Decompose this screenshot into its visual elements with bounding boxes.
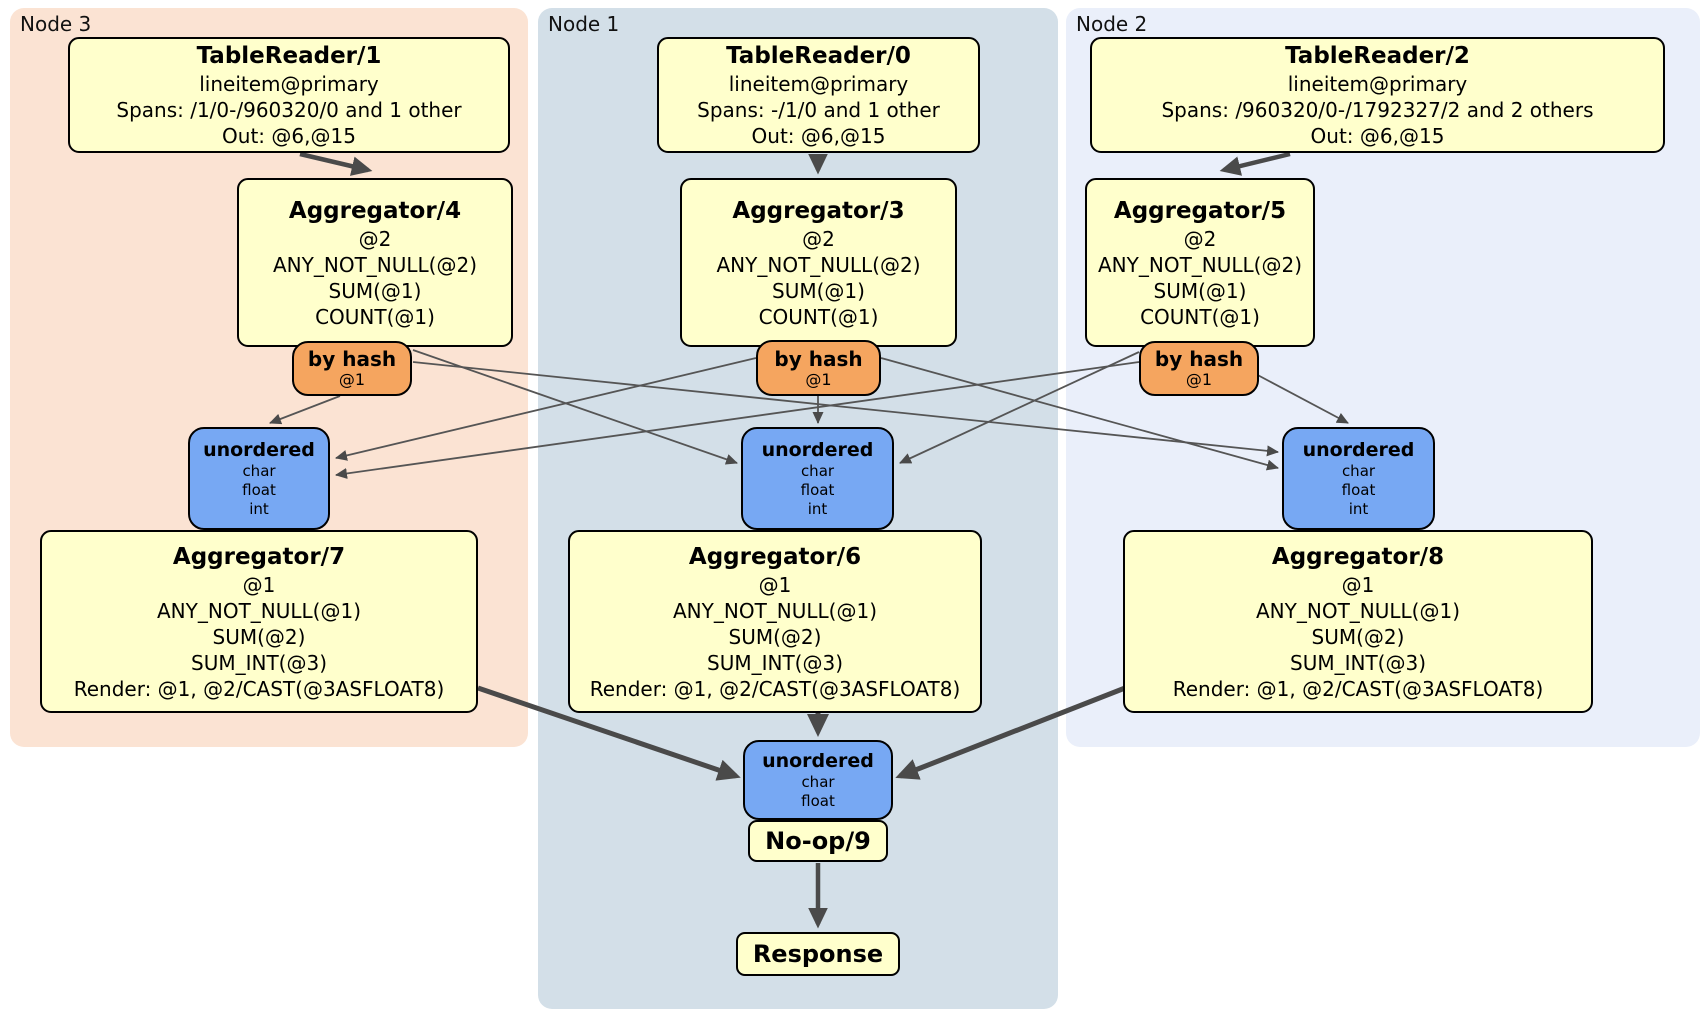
box-line: Out: @6,@15	[222, 124, 356, 148]
box-line: lineitem@primary	[199, 72, 379, 96]
router-title: by hash	[307, 347, 397, 371]
router-title: by hash	[774, 346, 863, 371]
box-title: TableReader/0	[726, 43, 911, 69]
box-line: SUM_INT(@3)	[191, 650, 327, 675]
sync-title: unordered	[761, 438, 874, 461]
box-line: Render: @1, @2/CAST(@3ASFLOAT8)	[589, 676, 961, 701]
region-label-node1: Node 1	[548, 12, 620, 36]
sync-title: unordered	[203, 438, 315, 461]
box-line: ANY_NOT_NULL(@2)	[273, 252, 477, 277]
sync-line: float	[800, 480, 835, 499]
sync-unordered-final: unordered char float	[743, 740, 893, 820]
response-box: Response	[736, 932, 900, 976]
box-line: ANY_NOT_NULL(@2)	[1098, 252, 1302, 277]
processor-tablereader-1: TableReader/1 lineitem@primary Spans: /1…	[68, 37, 510, 153]
sync-line: char	[242, 461, 276, 480]
box-line: lineitem@primary	[1287, 72, 1468, 96]
box-line: Out: @6,@15	[1310, 124, 1445, 148]
box-title: Aggregator/7	[172, 543, 346, 570]
box-line: Spans: /960320/0-/1792327/2 and 2 others	[1161, 98, 1594, 122]
processor-aggregator-4: Aggregator/4 @2 ANY_NOT_NULL(@2) SUM(@1)…	[237, 178, 513, 347]
box-line: @2	[802, 226, 835, 251]
box-line: SUM(@2)	[212, 624, 306, 649]
processor-tablereader-0: TableReader/0 lineitem@primary Spans: -/…	[657, 37, 980, 153]
processor-aggregator-7: Aggregator/7 @1 ANY_NOT_NULL(@1) SUM(@2)…	[40, 530, 478, 713]
sync-line: int	[807, 499, 828, 518]
region-label-node3: Node 3	[20, 12, 92, 36]
router-by-hash-3: by hash @1	[756, 340, 881, 396]
router-detail: @1	[1185, 370, 1213, 389]
box-line: @1	[242, 572, 276, 597]
box-line: Out: @6,@15	[751, 124, 886, 148]
box-line: SUM_INT(@3)	[707, 650, 843, 675]
box-line: ANY_NOT_NULL(@1)	[673, 598, 877, 623]
sync-line: int	[1348, 499, 1369, 518]
box-line: SUM(@1)	[772, 278, 865, 303]
region-label-node2: Node 2	[1076, 12, 1148, 36]
processor-tablereader-2: TableReader/2 lineitem@primary Spans: /9…	[1090, 37, 1665, 153]
sync-line: float	[801, 791, 835, 810]
box-line: @1	[1341, 572, 1375, 597]
box-line: COUNT(@1)	[315, 304, 435, 329]
sync-line: float	[242, 480, 276, 499]
sync-title: unordered	[1302, 438, 1415, 461]
box-line: ANY_NOT_NULL(@1)	[157, 598, 361, 623]
box-title: Aggregator/5	[1113, 197, 1287, 224]
router-by-hash-4: by hash @1	[292, 341, 412, 396]
router-detail: @1	[805, 369, 832, 389]
box-line: SUM(@1)	[1153, 278, 1247, 303]
sync-unordered-7: unordered char float int	[188, 427, 330, 530]
box-line: @2	[1183, 226, 1217, 251]
sync-title: unordered	[762, 749, 874, 772]
sync-line: char	[1341, 461, 1376, 480]
sync-line: char	[800, 461, 835, 480]
box-line: SUM(@2)	[1311, 624, 1405, 649]
box-line: Spans: /1/0-/960320/0 and 1 other	[116, 98, 462, 122]
box-line: SUM_INT(@3)	[1290, 650, 1426, 675]
processor-aggregator-5: Aggregator/5 @2 ANY_NOT_NULL(@2) SUM(@1)…	[1085, 178, 1315, 347]
sync-unordered-6: unordered char float int	[741, 427, 894, 530]
box-line: SUM(@2)	[728, 624, 822, 649]
box-title: Aggregator/4	[288, 197, 462, 224]
sync-line: char	[801, 772, 835, 791]
router-by-hash-5: by hash @1	[1139, 341, 1259, 396]
box-title: No-op/9	[765, 827, 871, 855]
router-title: by hash	[1154, 347, 1244, 371]
box-title: Aggregator/6	[688, 543, 862, 570]
sync-line: float	[1341, 480, 1376, 499]
box-line: SUM(@1)	[328, 278, 422, 303]
box-title: TableReader/2	[1285, 43, 1470, 69]
box-line: ANY_NOT_NULL(@1)	[1256, 598, 1460, 623]
box-line: Render: @1, @2/CAST(@3ASFLOAT8)	[1172, 676, 1544, 701]
box-title: Response	[752, 940, 884, 968]
box-line: Render: @1, @2/CAST(@3ASFLOAT8)	[73, 676, 445, 701]
box-line: @1	[758, 572, 792, 597]
processor-noop-9: No-op/9	[748, 820, 888, 862]
box-line: COUNT(@1)	[758, 304, 879, 329]
sync-line: int	[249, 499, 269, 518]
box-title: Aggregator/3	[732, 197, 905, 224]
box-line: lineitem@primary	[728, 72, 909, 96]
box-line: COUNT(@1)	[1140, 304, 1260, 329]
processor-aggregator-8: Aggregator/8 @1 ANY_NOT_NULL(@1) SUM(@2)…	[1123, 530, 1593, 713]
processor-aggregator-3: Aggregator/3 @2 ANY_NOT_NULL(@2) SUM(@1)…	[680, 178, 957, 347]
box-line: @2	[358, 226, 392, 251]
processor-aggregator-6: Aggregator/6 @1 ANY_NOT_NULL(@1) SUM(@2)…	[568, 530, 982, 713]
box-line: ANY_NOT_NULL(@2)	[716, 252, 921, 277]
router-detail: @1	[338, 370, 366, 389]
box-line: Spans: -/1/0 and 1 other	[697, 98, 940, 122]
box-title: TableReader/1	[196, 43, 382, 69]
sync-unordered-8: unordered char float int	[1282, 427, 1435, 530]
box-title: Aggregator/8	[1271, 543, 1445, 570]
